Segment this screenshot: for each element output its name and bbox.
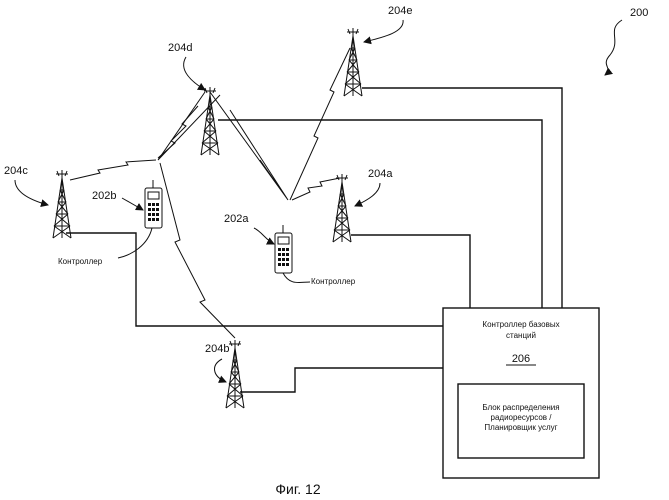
label-202a: 202a [224,213,249,225]
tower-204a [333,174,351,242]
label-200: 200 [630,7,648,19]
wire-204a-bsc [351,235,470,308]
bsc-title-line1: Контроллер базовых [482,320,559,329]
radio-link-202b-204d [158,106,198,158]
rrm-line3: Планировщик услуг [484,423,557,432]
radio-link-202a-204a [292,178,340,200]
wire-204e-bsc [362,88,562,308]
controller-label-a: Контроллер [311,277,356,286]
label-204c: 204c [4,165,28,177]
label-204b: 204b [205,343,229,355]
bsc-number: 206 [512,353,530,365]
wire-204b-bsc [240,368,443,392]
wire-204d-bsc [218,120,542,308]
radio-link-202a-204e [290,48,350,200]
label-204e: 204e [388,5,412,17]
phone-202a [275,225,292,273]
rrm-line1: Блок распределения [482,403,559,412]
phone-202b [145,180,162,228]
controller-label-b: Контроллер [58,257,103,266]
tower-204e [344,28,362,96]
wired-connections [66,88,562,392]
reference-labels: 200 204e 204d 204c 204a 204b 202b 202a К… [4,5,648,355]
wire-204c-bsc [66,233,443,326]
radio-link-202b-204c [70,160,156,180]
figure-caption: Фиг. 12 [275,481,320,497]
label-202b: 202b [92,190,116,202]
tower-204c [53,170,71,238]
radio-link-202b-204b [160,163,235,338]
rrm-line2: радиоресурсов / [491,413,553,422]
base-station-controller: Контроллер базовых станций 206 Блок расп… [443,308,599,478]
label-204d: 204d [168,42,192,54]
label-204a: 204a [368,168,393,180]
leader-controller-a [283,273,310,283]
beam-202a-204d [210,92,288,200]
tower-204d [201,87,219,155]
bsc-title-line2: станций [506,331,536,340]
